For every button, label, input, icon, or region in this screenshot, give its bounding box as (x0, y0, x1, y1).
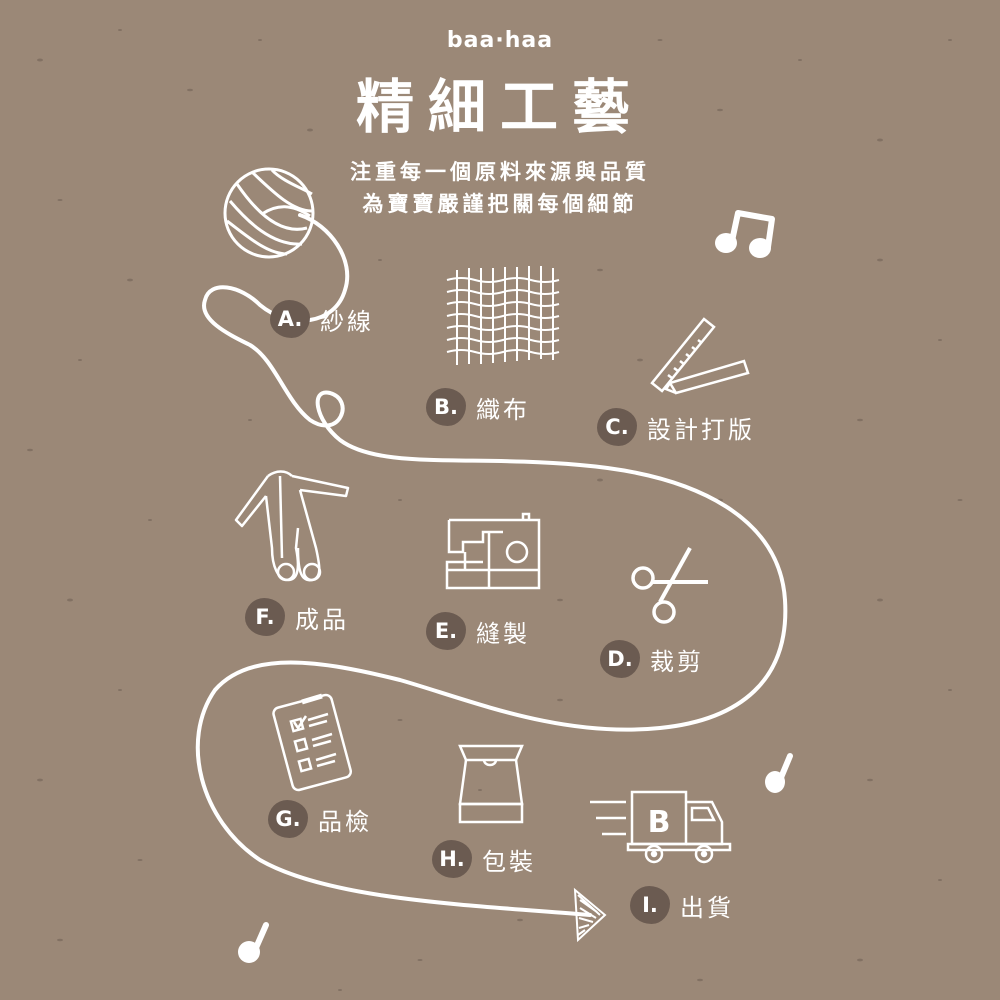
step-badge: D. (600, 640, 640, 678)
step-label: 品檢 (318, 807, 372, 836)
arrow-head-icon (573, 887, 607, 943)
subtitle-line-1: 注重每一個原料來源與品質 (350, 160, 650, 184)
step-badge: G. (268, 800, 308, 838)
ruler-pencil-icon (650, 317, 750, 395)
step-badge: B. (426, 388, 466, 426)
step-c: C. 設計打版 (597, 408, 755, 446)
music-note-icon (765, 753, 793, 793)
step-i: I. 出貨 (630, 886, 734, 924)
step-badge: C. (597, 408, 637, 446)
step-label: 織布 (476, 395, 530, 424)
step-f: F. 成品 (245, 598, 349, 636)
page-title: 精細工藝 (355, 73, 644, 141)
brand-logo: baa·haa (446, 28, 554, 53)
step-badge: E. (426, 612, 466, 650)
scissors-icon (631, 547, 708, 624)
double-music-note-icon (715, 210, 775, 258)
sewing-machine-icon (445, 512, 541, 590)
step-h: H. 包裝 (432, 840, 536, 878)
checklist-clipboard-icon (272, 693, 353, 792)
step-label: 裁剪 (650, 647, 704, 676)
woven-fabric-icon (446, 266, 560, 365)
step-label: 縫製 (476, 619, 530, 648)
step-badge: F. (245, 598, 285, 636)
step-badge: H. (432, 840, 472, 878)
step-label: 包裝 (482, 847, 536, 876)
truck-logo: B (648, 805, 671, 840)
delivery-truck-icon: B (590, 790, 732, 864)
step-g: G. 品檢 (268, 800, 372, 838)
step-badge: I. (630, 886, 670, 924)
step-label: 設計打版 (647, 415, 755, 444)
subtitle-line-2: 為寶寶嚴謹把關每個細節 (362, 192, 638, 216)
step-label: 出貨 (680, 893, 734, 922)
yarn-ball-icon (223, 167, 315, 259)
open-box-icon (458, 744, 524, 824)
step-label: 成品 (295, 605, 349, 634)
music-note-icon (238, 922, 269, 963)
step-d: D. 裁剪 (600, 640, 704, 678)
step-a: A. 紗線 (270, 300, 374, 338)
step-badge: A. (270, 300, 310, 338)
step-label: 紗線 (320, 307, 374, 336)
step-e: E. 縫製 (426, 612, 530, 650)
step-b: B. 織布 (426, 388, 530, 426)
baby-onesie-icon (234, 470, 350, 582)
